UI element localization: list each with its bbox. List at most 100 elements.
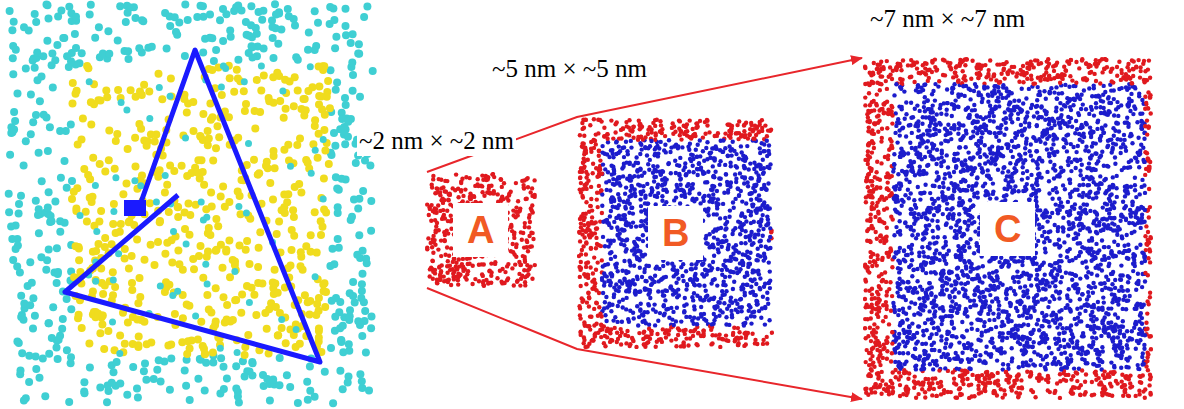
- particle: [481, 281, 485, 285]
- particle: [203, 291, 211, 299]
- particle: [711, 192, 715, 196]
- particle: [433, 218, 437, 222]
- particle: [740, 199, 744, 203]
- particle: [168, 259, 176, 267]
- particle: [585, 300, 589, 304]
- particle: [59, 315, 67, 323]
- particle: [22, 394, 30, 402]
- particle: [219, 264, 227, 272]
- particle: [320, 175, 328, 183]
- particle: [431, 270, 435, 274]
- particle: [622, 259, 626, 263]
- particle: [247, 2, 255, 10]
- particle: [589, 197, 593, 201]
- particle: [354, 317, 362, 325]
- particle: [190, 127, 198, 135]
- particle: [702, 284, 706, 288]
- particle: [181, 225, 189, 233]
- particle: [240, 87, 248, 95]
- particle: [48, 49, 56, 57]
- particle: [45, 319, 53, 327]
- particle: [220, 293, 228, 301]
- particle: [230, 88, 238, 96]
- particle: [611, 136, 615, 140]
- particle: [609, 118, 613, 122]
- particle: [109, 220, 117, 228]
- particle: [266, 179, 274, 187]
- particle: [243, 31, 251, 39]
- particle: [445, 245, 449, 249]
- particle: [28, 279, 36, 287]
- particle: [499, 178, 503, 182]
- particle: [216, 16, 224, 24]
- particle: [431, 251, 435, 255]
- particle: [355, 231, 363, 239]
- particle: [206, 10, 214, 18]
- particle: [211, 321, 219, 329]
- particle: [767, 318, 771, 322]
- particle: [321, 146, 329, 154]
- particle: [98, 320, 106, 328]
- particle: [663, 134, 667, 138]
- particle: [241, 373, 249, 381]
- particle: [178, 338, 186, 346]
- particle: [440, 217, 444, 221]
- particle: [202, 205, 210, 213]
- particle: [513, 262, 517, 266]
- particle: [622, 276, 626, 280]
- particle: [112, 229, 120, 237]
- particle: [530, 186, 534, 190]
- particle: [97, 207, 105, 215]
- particle: [678, 177, 682, 181]
- particle: [207, 116, 215, 124]
- particle: [45, 319, 53, 327]
- particle: [91, 34, 99, 42]
- particle: [350, 196, 358, 204]
- particle: [718, 216, 722, 220]
- particle: [84, 171, 92, 179]
- particle: [306, 311, 314, 319]
- particle: [36, 374, 44, 382]
- particle: [75, 243, 83, 251]
- particle: [100, 345, 108, 353]
- particle: [238, 291, 246, 299]
- particle: [761, 227, 765, 231]
- particle: [347, 216, 355, 224]
- region-letter: A: [453, 203, 508, 257]
- particle: [16, 269, 24, 277]
- particle: [258, 63, 265, 70]
- particle: [166, 386, 174, 394]
- particle: [236, 242, 244, 250]
- particle: [440, 263, 444, 267]
- particle: [183, 109, 191, 117]
- particle: [182, 382, 190, 390]
- particle: [45, 188, 53, 196]
- particle: [138, 91, 146, 99]
- particle: [604, 295, 608, 299]
- particle: [578, 175, 582, 179]
- particle: [272, 11, 280, 19]
- particle: [578, 239, 582, 243]
- particle: [174, 247, 182, 255]
- particle: [169, 292, 176, 299]
- particle: [67, 121, 75, 129]
- particle: [234, 56, 242, 64]
- particle: [154, 173, 162, 181]
- particle: [79, 115, 87, 123]
- particle: [603, 300, 607, 304]
- particle: [280, 114, 288, 122]
- particle: [446, 231, 450, 235]
- particle: [362, 255, 370, 263]
- particle: [578, 268, 582, 272]
- particle: [179, 314, 187, 322]
- particle: [255, 169, 263, 177]
- particle: [284, 141, 292, 149]
- particle: [330, 260, 338, 268]
- particle: [273, 230, 281, 238]
- particle: [113, 358, 121, 366]
- particle: [441, 208, 445, 212]
- particle: [92, 247, 100, 255]
- particle: [201, 350, 209, 358]
- particle: [203, 253, 211, 261]
- particle: [199, 342, 207, 350]
